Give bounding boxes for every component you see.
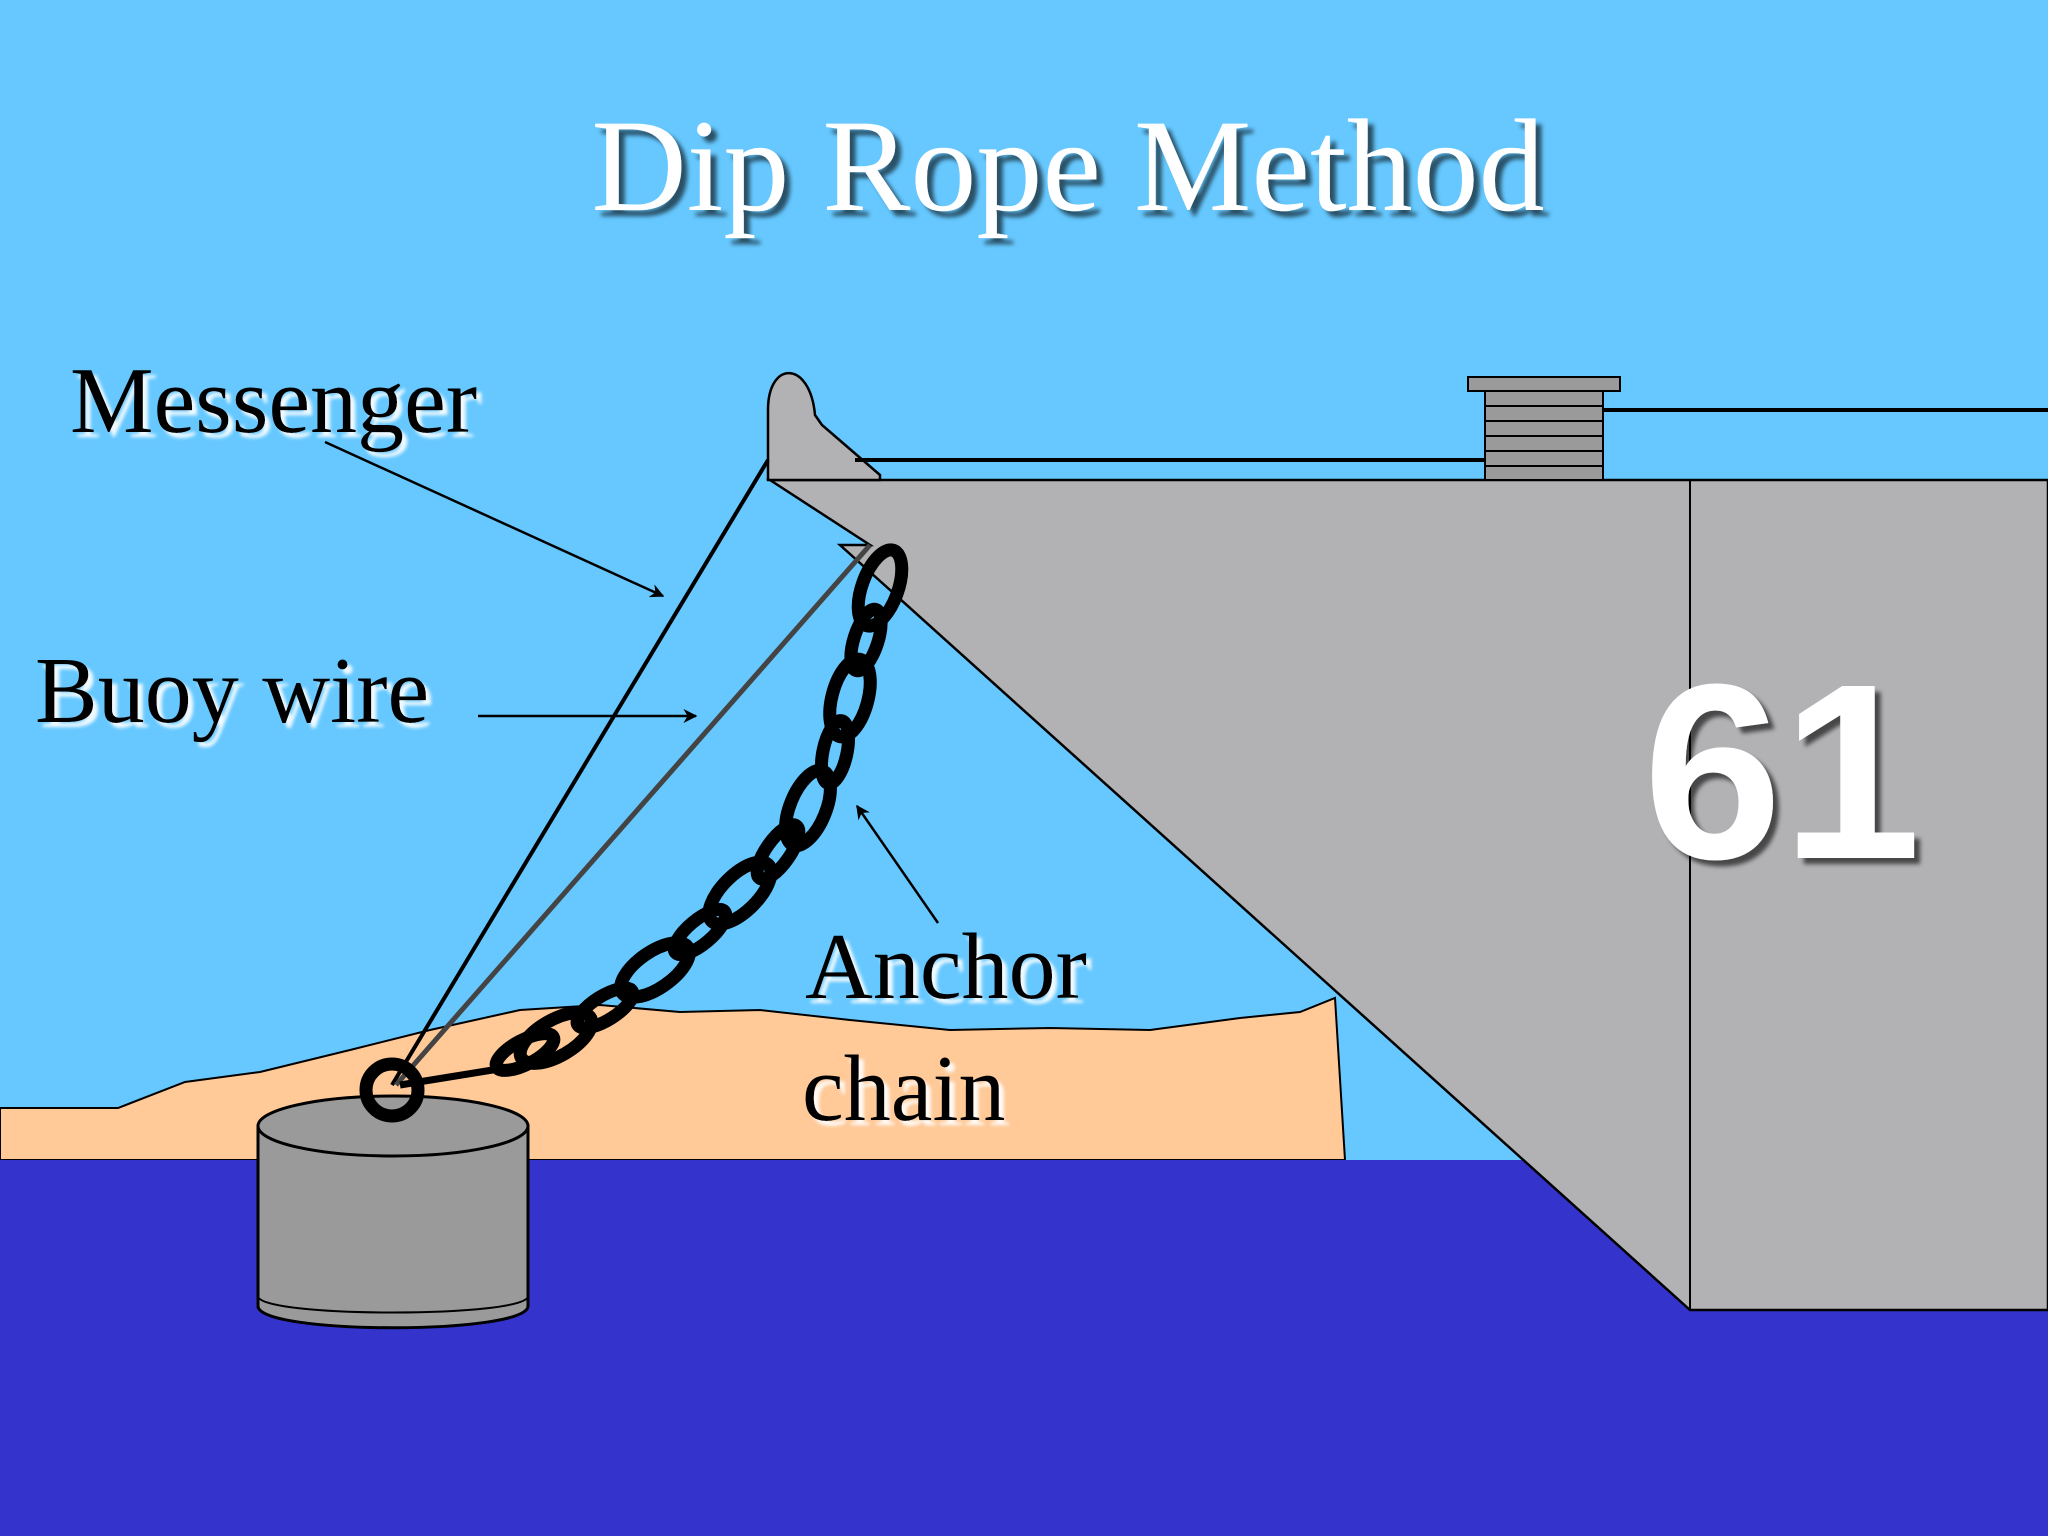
- messenger-arrow: [324, 440, 665, 598]
- anchor-chain: [489, 543, 909, 1077]
- capstan-cap: [1467, 376, 1621, 392]
- anchor-chain-label-line1: Anchor: [805, 915, 1087, 1019]
- messenger-line: [390, 458, 770, 1087]
- anchor-chain-arrow: [855, 804, 940, 924]
- diagram-title: Dip Rope Method: [591, 92, 1544, 239]
- buoy-wire: [394, 543, 872, 1087]
- mooring-buoy: [256, 1094, 530, 1330]
- messenger-label: Messenger: [70, 349, 477, 453]
- hull-number: 61: [1643, 632, 1921, 911]
- bow-fairlead: [766, 371, 882, 482]
- anchor-chain-label-line2: chain: [802, 1037, 1006, 1141]
- buoy-wire-label: Buoy wire: [35, 639, 429, 743]
- capstan-drum: [1484, 390, 1604, 481]
- buoy-ring: [359, 1057, 425, 1123]
